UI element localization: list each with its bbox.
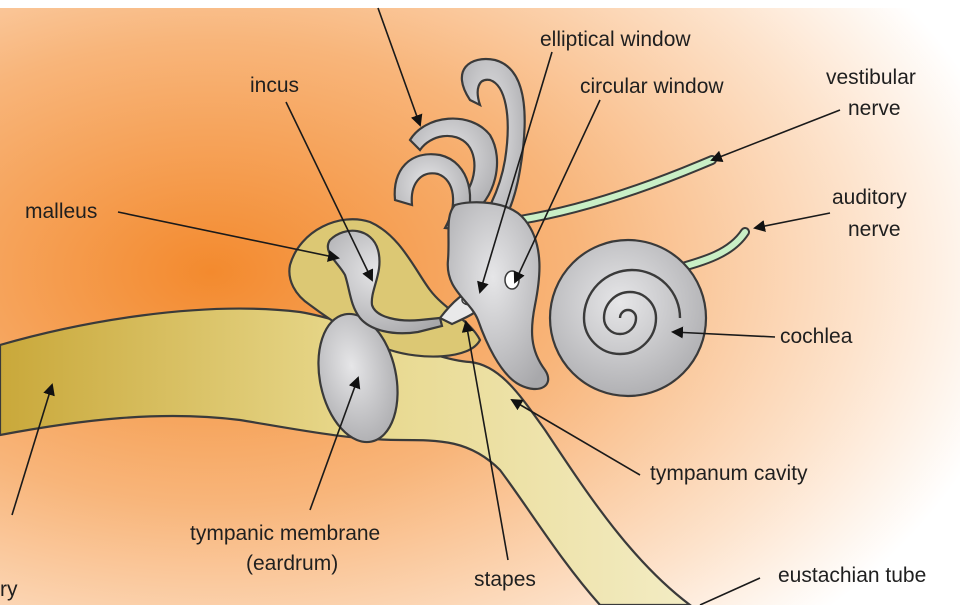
label-stapes: stapes: [474, 568, 536, 591]
label-incus: incus: [250, 74, 299, 97]
label-auditory-nerve-line1: auditory: [832, 186, 907, 209]
label-tympanic-membrane-line2: (eardrum): [246, 552, 338, 575]
label-cochlea: cochlea: [780, 325, 853, 348]
label-circular-window: circular window: [580, 75, 724, 98]
top-border: [0, 0, 960, 8]
cochlea-shape: [550, 240, 706, 396]
label-auditory-nerve-line2: nerve: [848, 218, 901, 241]
label-tympanum-cavity: tympanum cavity: [650, 462, 808, 485]
label-vestibular-nerve-line1: vestibular: [826, 66, 916, 89]
label-elliptical-window: elliptical window: [540, 28, 691, 51]
label-partial-left: ry: [0, 578, 18, 601]
label-malleus: malleus: [25, 200, 97, 223]
circular-window-shape: [505, 271, 519, 289]
label-tympanic-membrane-line1: tympanic membrane: [190, 522, 380, 545]
label-eustachian-tube: eustachian tube: [778, 564, 926, 587]
label-vestibular-nerve-line2: nerve: [848, 97, 901, 120]
